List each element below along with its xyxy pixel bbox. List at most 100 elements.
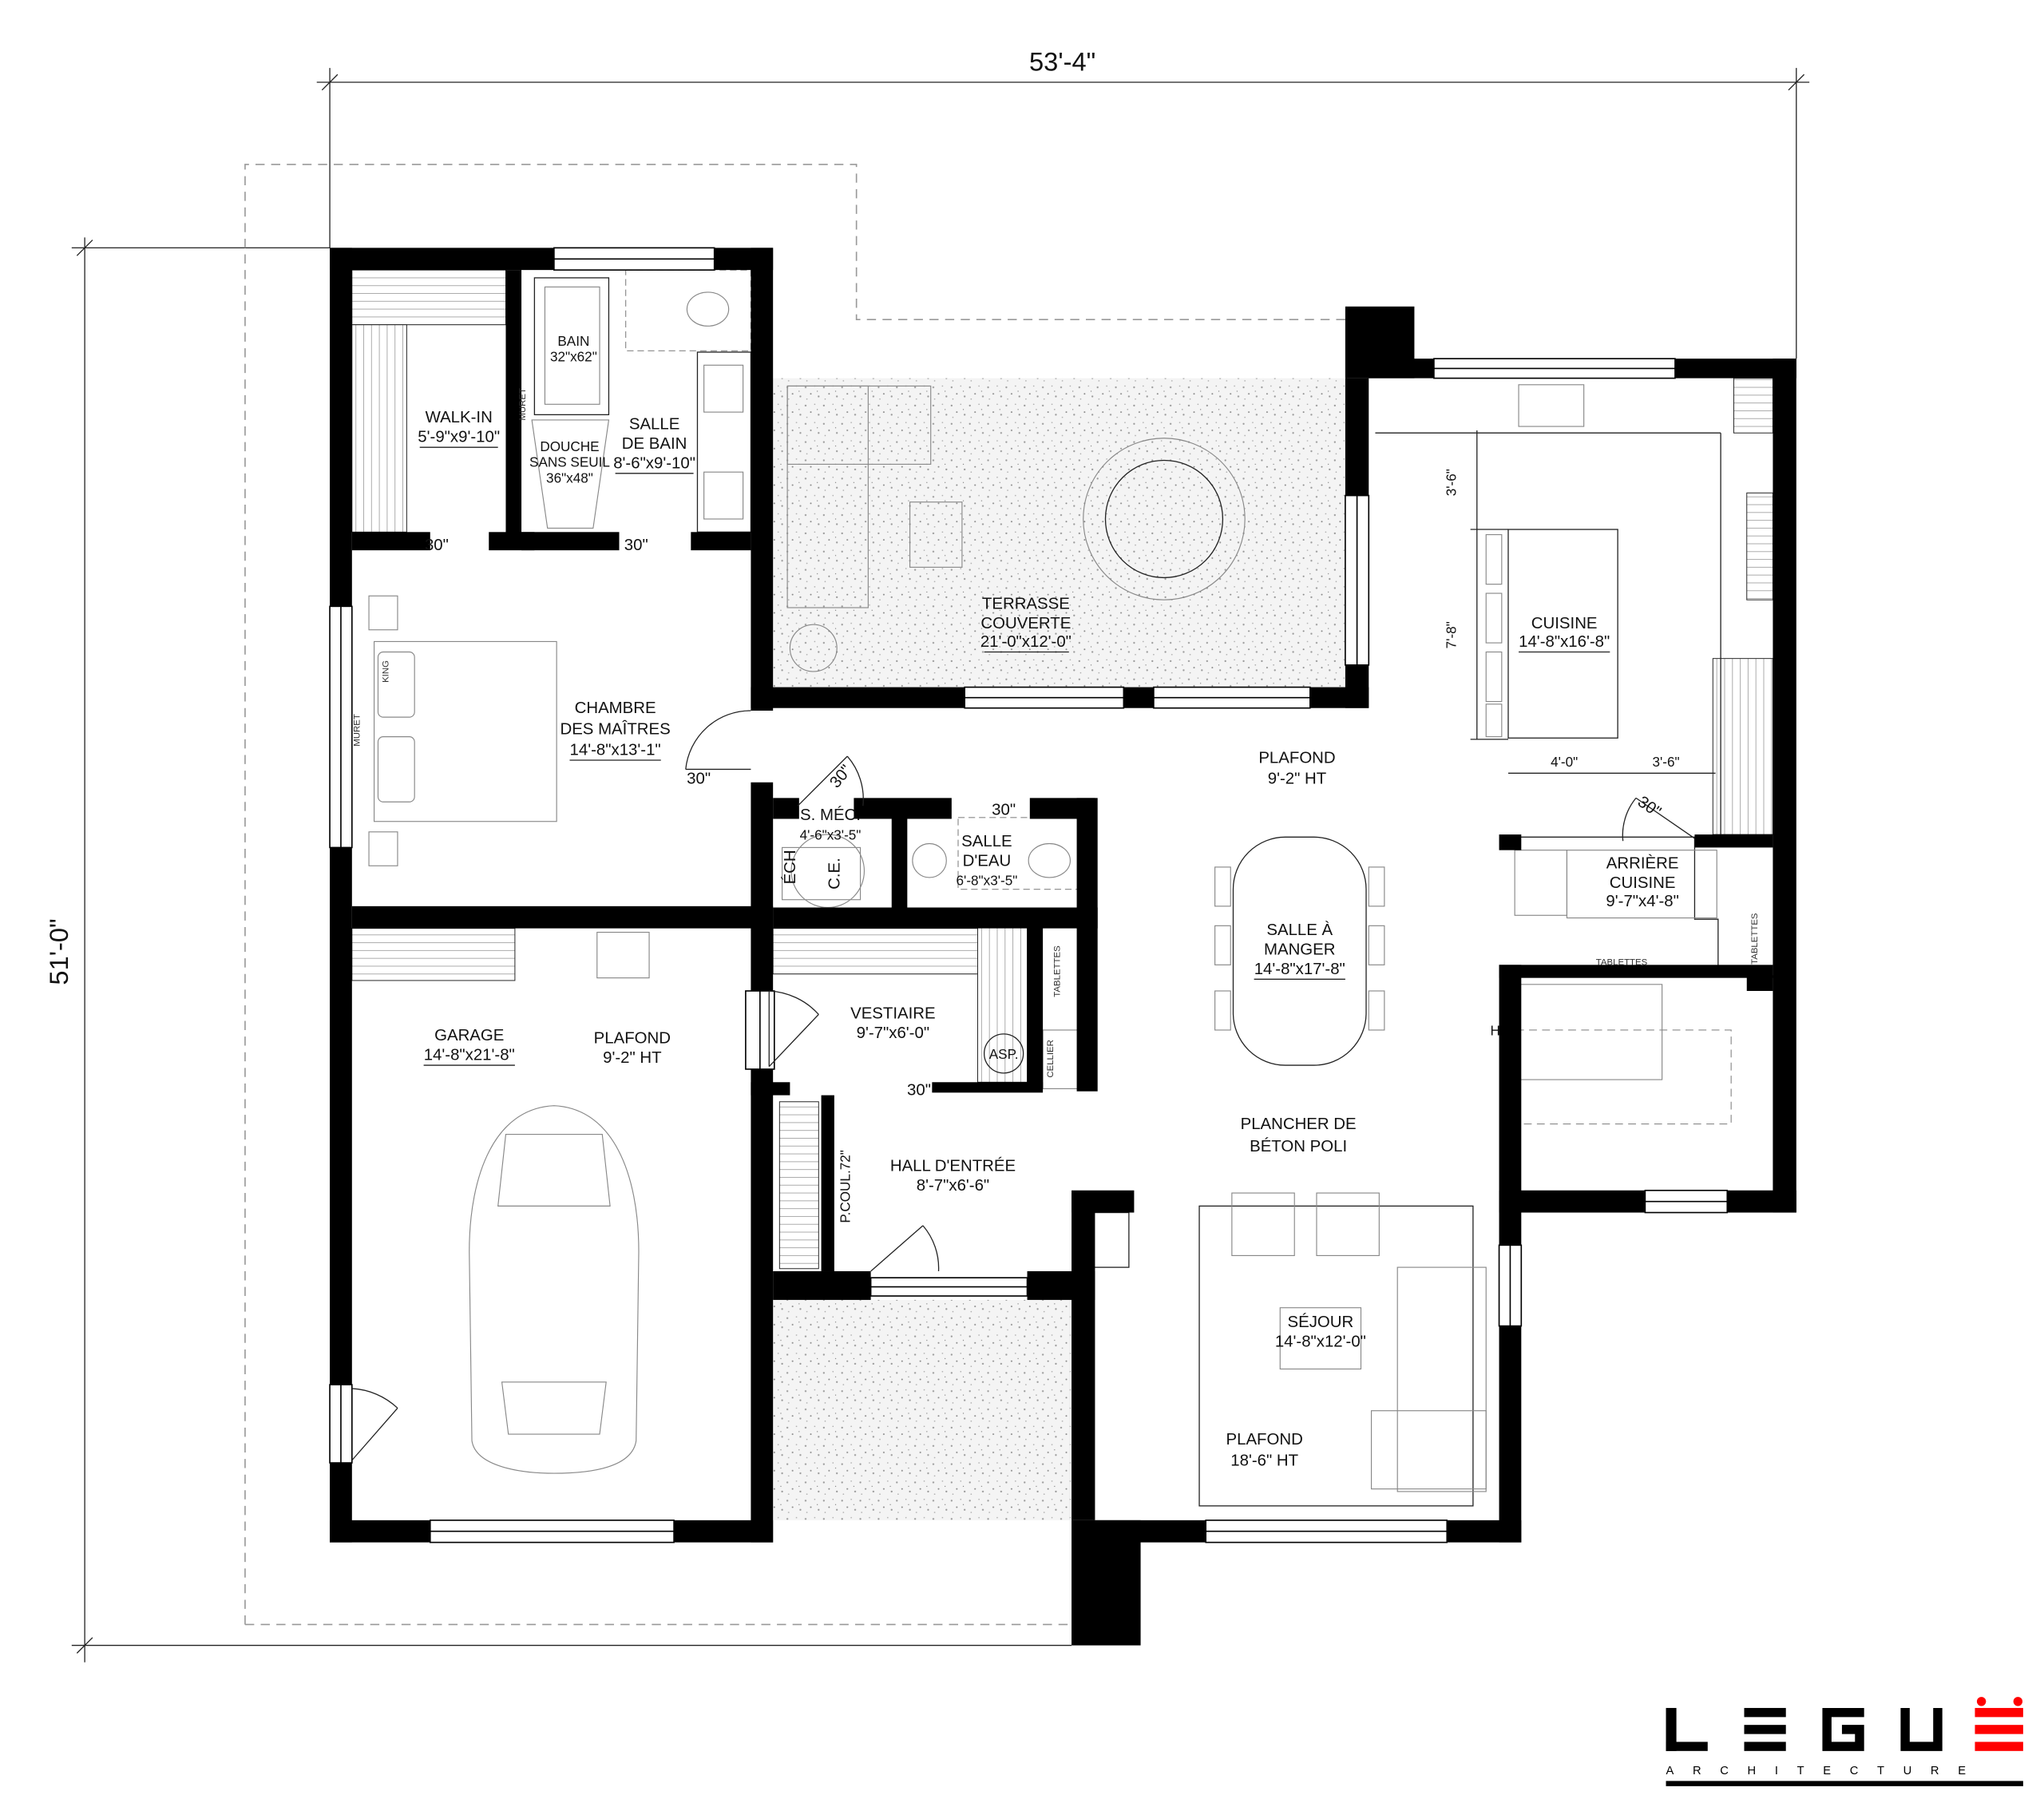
plafond-garage: PLAFOND — [594, 1029, 671, 1047]
wall-segment — [821, 1095, 834, 1272]
muret-bath: MURET — [518, 388, 528, 421]
kitchen-dim-7-8: 7'-8" — [1444, 621, 1460, 648]
wall-segment — [330, 248, 352, 1543]
plafond-garage-height: 9'-2" HT — [603, 1049, 661, 1067]
salle-de-bain-line2: DE BAIN — [622, 435, 687, 453]
wall-segment — [1499, 965, 1522, 1213]
doors — [351, 710, 1695, 1461]
tablettes-arriere: TABLETTES — [1596, 957, 1648, 967]
wall-segment — [1746, 975, 1773, 991]
wall-segment — [351, 906, 774, 929]
wall-segment — [751, 1082, 790, 1096]
s-mec-size: 4'-6"x3'-5" — [800, 827, 862, 843]
salle-deau-line1: SALLE — [961, 833, 1012, 850]
cuisine-size: 14'-8"x16'-8" — [1519, 633, 1610, 651]
wall-segment — [330, 1520, 430, 1543]
door-smec-30: 30" — [826, 762, 855, 791]
roof-outline — [244, 164, 1345, 1626]
muret-bedroom: MURET — [353, 714, 362, 747]
king-label: KING — [382, 660, 391, 683]
douche-size: 36"x48" — [546, 470, 593, 485]
door-arriere-30: 30" — [1634, 793, 1664, 821]
tablettes-right: TABLETTES — [1750, 913, 1760, 965]
wall-segment — [1369, 359, 1434, 378]
room-labels: WALK-IN 5'-9"x9'-10" BAIN 32"x62" DOUCHE… — [418, 333, 1679, 1351]
dimension-lines — [71, 68, 1810, 1662]
wall-segment — [1076, 798, 1098, 1092]
furniture — [368, 269, 1732, 1507]
pcoul-label: P.COUL.72" — [837, 1150, 853, 1223]
ech-label: ÉCH — [781, 850, 799, 884]
wall-segment — [1694, 834, 1773, 848]
arriere-cuisine-line2: CUISINE — [1610, 874, 1676, 892]
door-salle-deau-30: 30" — [992, 802, 1016, 819]
wall-segment — [1072, 1520, 1141, 1646]
salle-de-bain-size: 8'-6"x9'-10" — [613, 454, 695, 472]
wall-segment — [1499, 965, 1773, 978]
plafond-sejour: PLAFOND — [1226, 1431, 1303, 1448]
wall-segment — [1727, 1190, 1796, 1213]
wall-segment — [751, 248, 774, 711]
s-mec-name: S. MÉC. — [800, 806, 861, 824]
width-dimension: 53'-4" — [1029, 46, 1095, 76]
wall-segment — [932, 1082, 1044, 1093]
plafond-salle-manger-height: 9'-2" HT — [1268, 770, 1326, 787]
wall-segment — [1447, 1520, 1522, 1543]
sejour-name: SÉJOUR — [1288, 1313, 1354, 1331]
wall-segment — [691, 532, 751, 551]
arriere-cuisine-line1: ARRIÈRE — [1606, 854, 1679, 873]
bain-name: BAIN — [557, 333, 589, 349]
wall-segment — [1072, 1193, 1095, 1520]
sejour-size: 14'-8"x12'-0" — [1275, 1334, 1366, 1351]
vestiaire-name: VESTIAIRE — [850, 1005, 936, 1022]
wall-segment — [891, 808, 908, 910]
salle-deau-line2: D'EAU — [963, 852, 1012, 870]
door-chambre-30: 30" — [687, 770, 711, 787]
logo-accent-e — [1975, 1697, 2023, 1751]
terrasse-size: 21'-0"x12'-0" — [980, 633, 1072, 651]
entry-patio-floor — [773, 1299, 1072, 1520]
wall-segment — [773, 907, 1098, 929]
salle-de-bain-line1: SALLE — [629, 415, 679, 433]
ce-label: C.E. — [826, 858, 843, 890]
stair-h-label: H — [1490, 1022, 1499, 1038]
wall-segment — [1027, 919, 1044, 1089]
plafond-sejour-height: 18'-6" HT — [1230, 1452, 1298, 1469]
chambre-line2: DES MAÎTRES — [560, 719, 670, 738]
salle-a-manger-size: 14'-8"x17'-8" — [1254, 961, 1345, 978]
depth-dimension: 51'-0" — [44, 918, 73, 985]
chambre-line1: CHAMBRE — [575, 699, 656, 717]
wall-segment — [330, 248, 554, 271]
arriere-cuisine-size: 9'-7"x4'-8" — [1606, 893, 1678, 910]
vestiaire-size: 9'-7"x6'-0" — [857, 1024, 929, 1042]
hall-name: HALL D'ENTRÉE — [890, 1156, 1016, 1175]
door-vestiaire-30: 30" — [907, 1082, 931, 1100]
wall-segment — [773, 1271, 871, 1300]
kitchen-dim-4-0: 4'-0" — [1551, 754, 1578, 770]
bain-size: 32"x62" — [550, 348, 597, 364]
douche-line1: DOUCHE — [540, 438, 599, 454]
logo: ARCHITECTURE — [1666, 1697, 2023, 1786]
salle-a-manger-line2: MANGER — [1264, 941, 1336, 958]
wall-segment — [1773, 359, 1796, 1213]
douche-line2: SANS SEUIL — [529, 454, 610, 470]
garage-name: GARAGE — [434, 1027, 504, 1044]
garage-size: 14'-8"x21'-8" — [424, 1047, 515, 1064]
tablettes-vestiaire: TABLETTES — [1052, 945, 1062, 997]
kitchen-dim-3-6-horiz: 3'-6" — [1652, 754, 1679, 770]
door-walkin-30: 30" — [425, 537, 449, 554]
plancher-line1: PLANCHER DE — [1241, 1116, 1357, 1133]
salle-a-manger-line1: SALLE À — [1266, 921, 1333, 939]
wall-segment — [1519, 1190, 1646, 1213]
wall-segment — [521, 532, 620, 551]
cellier-label: CELLIER — [1046, 1040, 1056, 1078]
kitchen-dim-3-6-vert: 3'-6" — [1444, 469, 1460, 496]
hall-size: 8'-7"x6'-6" — [917, 1177, 989, 1195]
wall-segment — [1499, 834, 1522, 850]
plancher-line2: BÉTON POLI — [1250, 1137, 1347, 1155]
chambre-size: 14'-8"x13'-1" — [570, 741, 661, 759]
wall-segment — [1072, 1190, 1135, 1213]
door-bath-30: 30" — [624, 537, 648, 554]
terrasse-line2: COUVERTE — [980, 615, 1071, 632]
